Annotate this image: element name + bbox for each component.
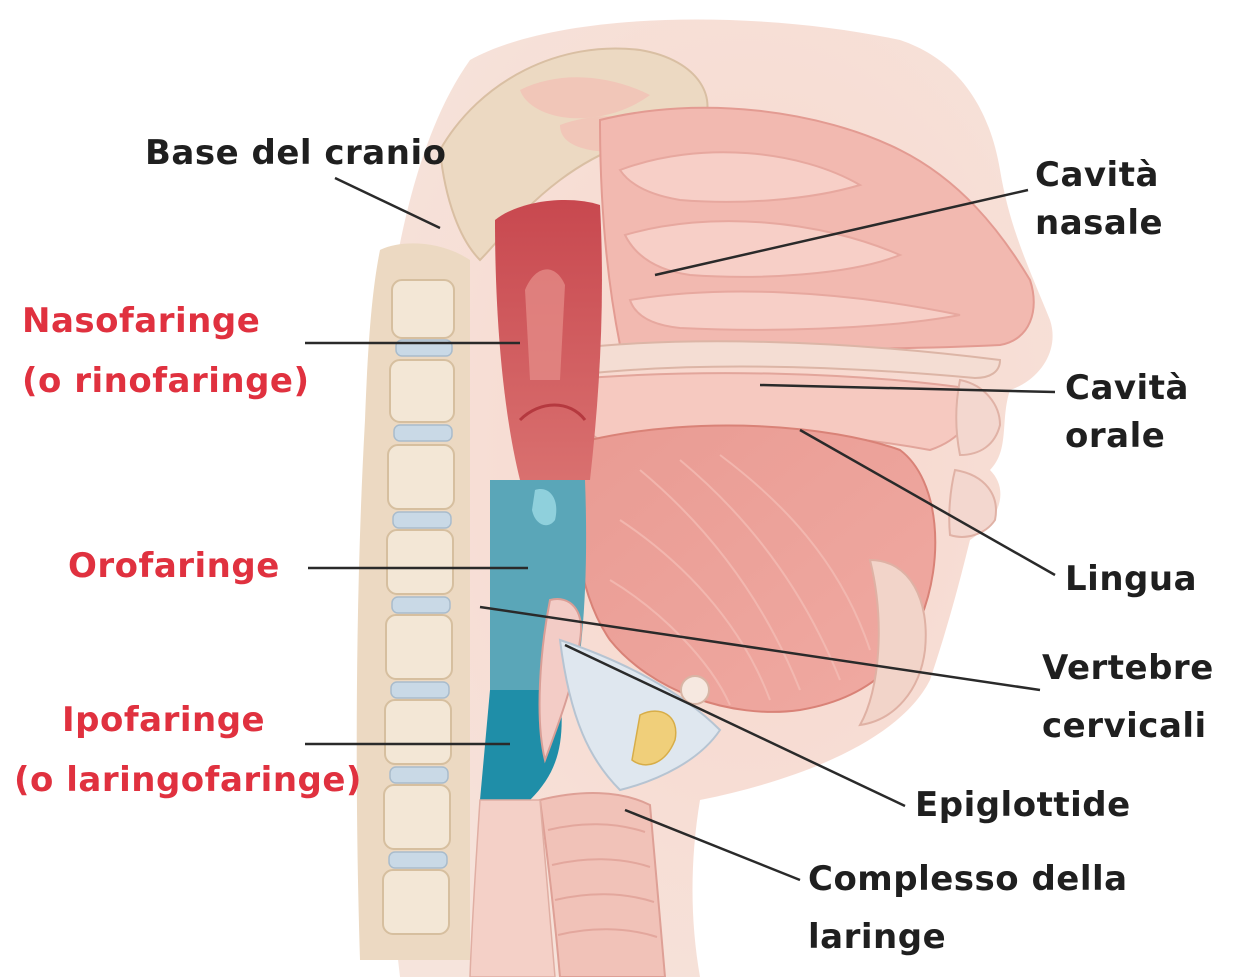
trachea	[540, 793, 665, 977]
label-epiglottide: Epiglottide	[915, 782, 1131, 828]
label-cavita-nasale-line2: nasale	[1035, 200, 1163, 246]
label-lingua: Lingua	[1065, 556, 1197, 602]
label-cavita-orale-line2: orale	[1065, 413, 1165, 459]
label-vertebre-line1: Vertebre	[1042, 645, 1214, 691]
label-ipofaringe-line2: (o laringofaringe)	[14, 757, 362, 803]
label-nasofaringe-line1: Nasofaringe	[22, 298, 260, 344]
label-cavita-nasale-line1: Cavità	[1035, 152, 1159, 198]
label-ipofaringe-line1: Ipofaringe	[62, 697, 265, 743]
label-complesso-line2: laringe	[808, 914, 946, 960]
label-vertebre-line2: cervicali	[1042, 703, 1207, 749]
label-nasofaringe-line2: (o rinofaringe)	[22, 358, 310, 404]
label-base-del-cranio: Base del cranio	[145, 130, 446, 176]
label-complesso-line1: Complesso della	[808, 856, 1128, 902]
label-orofaringe: Orofaringe	[68, 543, 280, 589]
label-cavita-orale-line1: Cavità	[1065, 365, 1189, 411]
